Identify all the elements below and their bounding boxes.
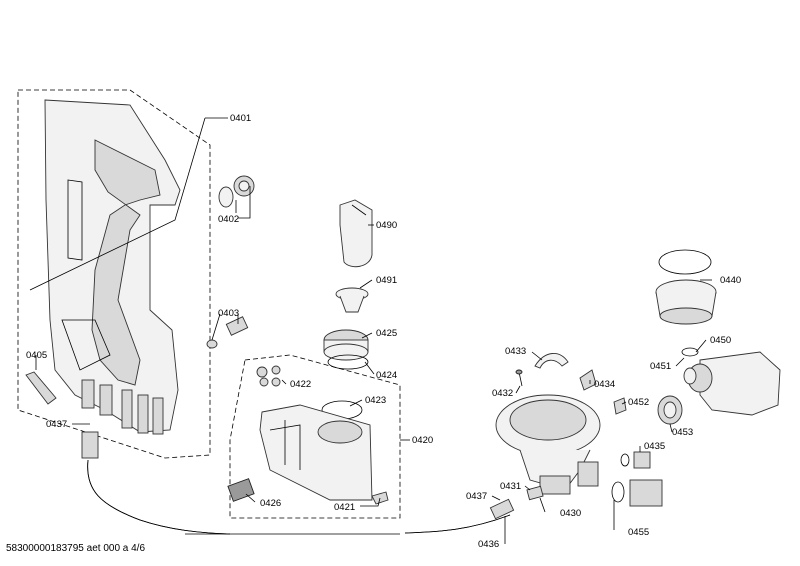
- sensor-0435-part: [620, 451, 651, 469]
- sump-assembly: [495, 394, 601, 495]
- label-0437-right: 0437: [466, 491, 487, 502]
- cover-part: [323, 329, 369, 370]
- label-0453: 0453: [672, 427, 693, 438]
- pump-assembly: [683, 351, 781, 416]
- label-0450: 0450: [710, 335, 731, 346]
- filter-arc-part: [534, 353, 569, 369]
- footer-document-id: 58300000183795 aet 000 a 4/6: [6, 543, 146, 554]
- label-0402: 0402: [218, 214, 239, 225]
- sleeve-part: [657, 395, 683, 425]
- label-0401: 0401: [230, 113, 251, 124]
- label-0434: 0434: [594, 379, 615, 390]
- softener-assembly: [259, 400, 373, 501]
- label-0432: 0432: [492, 388, 513, 399]
- label-0436: 0436: [478, 539, 499, 550]
- label-0430: 0430: [560, 508, 581, 519]
- seal-ring-part: [218, 175, 255, 208]
- label-0425: 0425: [376, 328, 397, 339]
- label-0490: 0490: [376, 220, 397, 231]
- clip-0452-part: [613, 397, 627, 415]
- label-0451: 0451: [650, 361, 671, 372]
- label-0421: 0421: [334, 502, 355, 513]
- hose-left: [81, 431, 231, 535]
- leader-lines: [29, 117, 712, 544]
- connector-part: [526, 485, 544, 501]
- label-0403: 0403: [218, 308, 239, 319]
- label-0423: 0423: [365, 395, 386, 406]
- cap-part: [335, 287, 369, 313]
- label-0405: 0405: [26, 350, 47, 361]
- funnel-part: [339, 199, 373, 268]
- label-0422: 0422: [290, 379, 311, 390]
- label-0440: 0440: [720, 275, 741, 286]
- ring-0451-part: [681, 347, 699, 357]
- label-0435: 0435: [644, 441, 665, 452]
- hose-right: [404, 498, 515, 534]
- label-0420: 0420: [412, 435, 433, 446]
- label-0437-left: 0437: [46, 419, 67, 430]
- label-0491: 0491: [376, 275, 397, 286]
- label-0431: 0431: [500, 481, 521, 492]
- heater-assembly: [655, 249, 717, 325]
- label-0426: 0426: [260, 498, 281, 509]
- float-part: [25, 371, 57, 405]
- valve-part: [206, 316, 249, 349]
- side-panel-assembly: [44, 99, 181, 435]
- label-0424: 0424: [376, 370, 397, 381]
- sensor-0455-part: [611, 479, 663, 507]
- label-0452: 0452: [628, 397, 649, 408]
- label-0433: 0433: [505, 346, 526, 357]
- screw-part: [515, 369, 523, 387]
- seal-set: [256, 365, 281, 387]
- group-outline-0420: [229, 354, 401, 519]
- label-0455: 0455: [628, 527, 649, 538]
- flap-part: [579, 369, 597, 391]
- group-outline-0401: [17, 89, 211, 459]
